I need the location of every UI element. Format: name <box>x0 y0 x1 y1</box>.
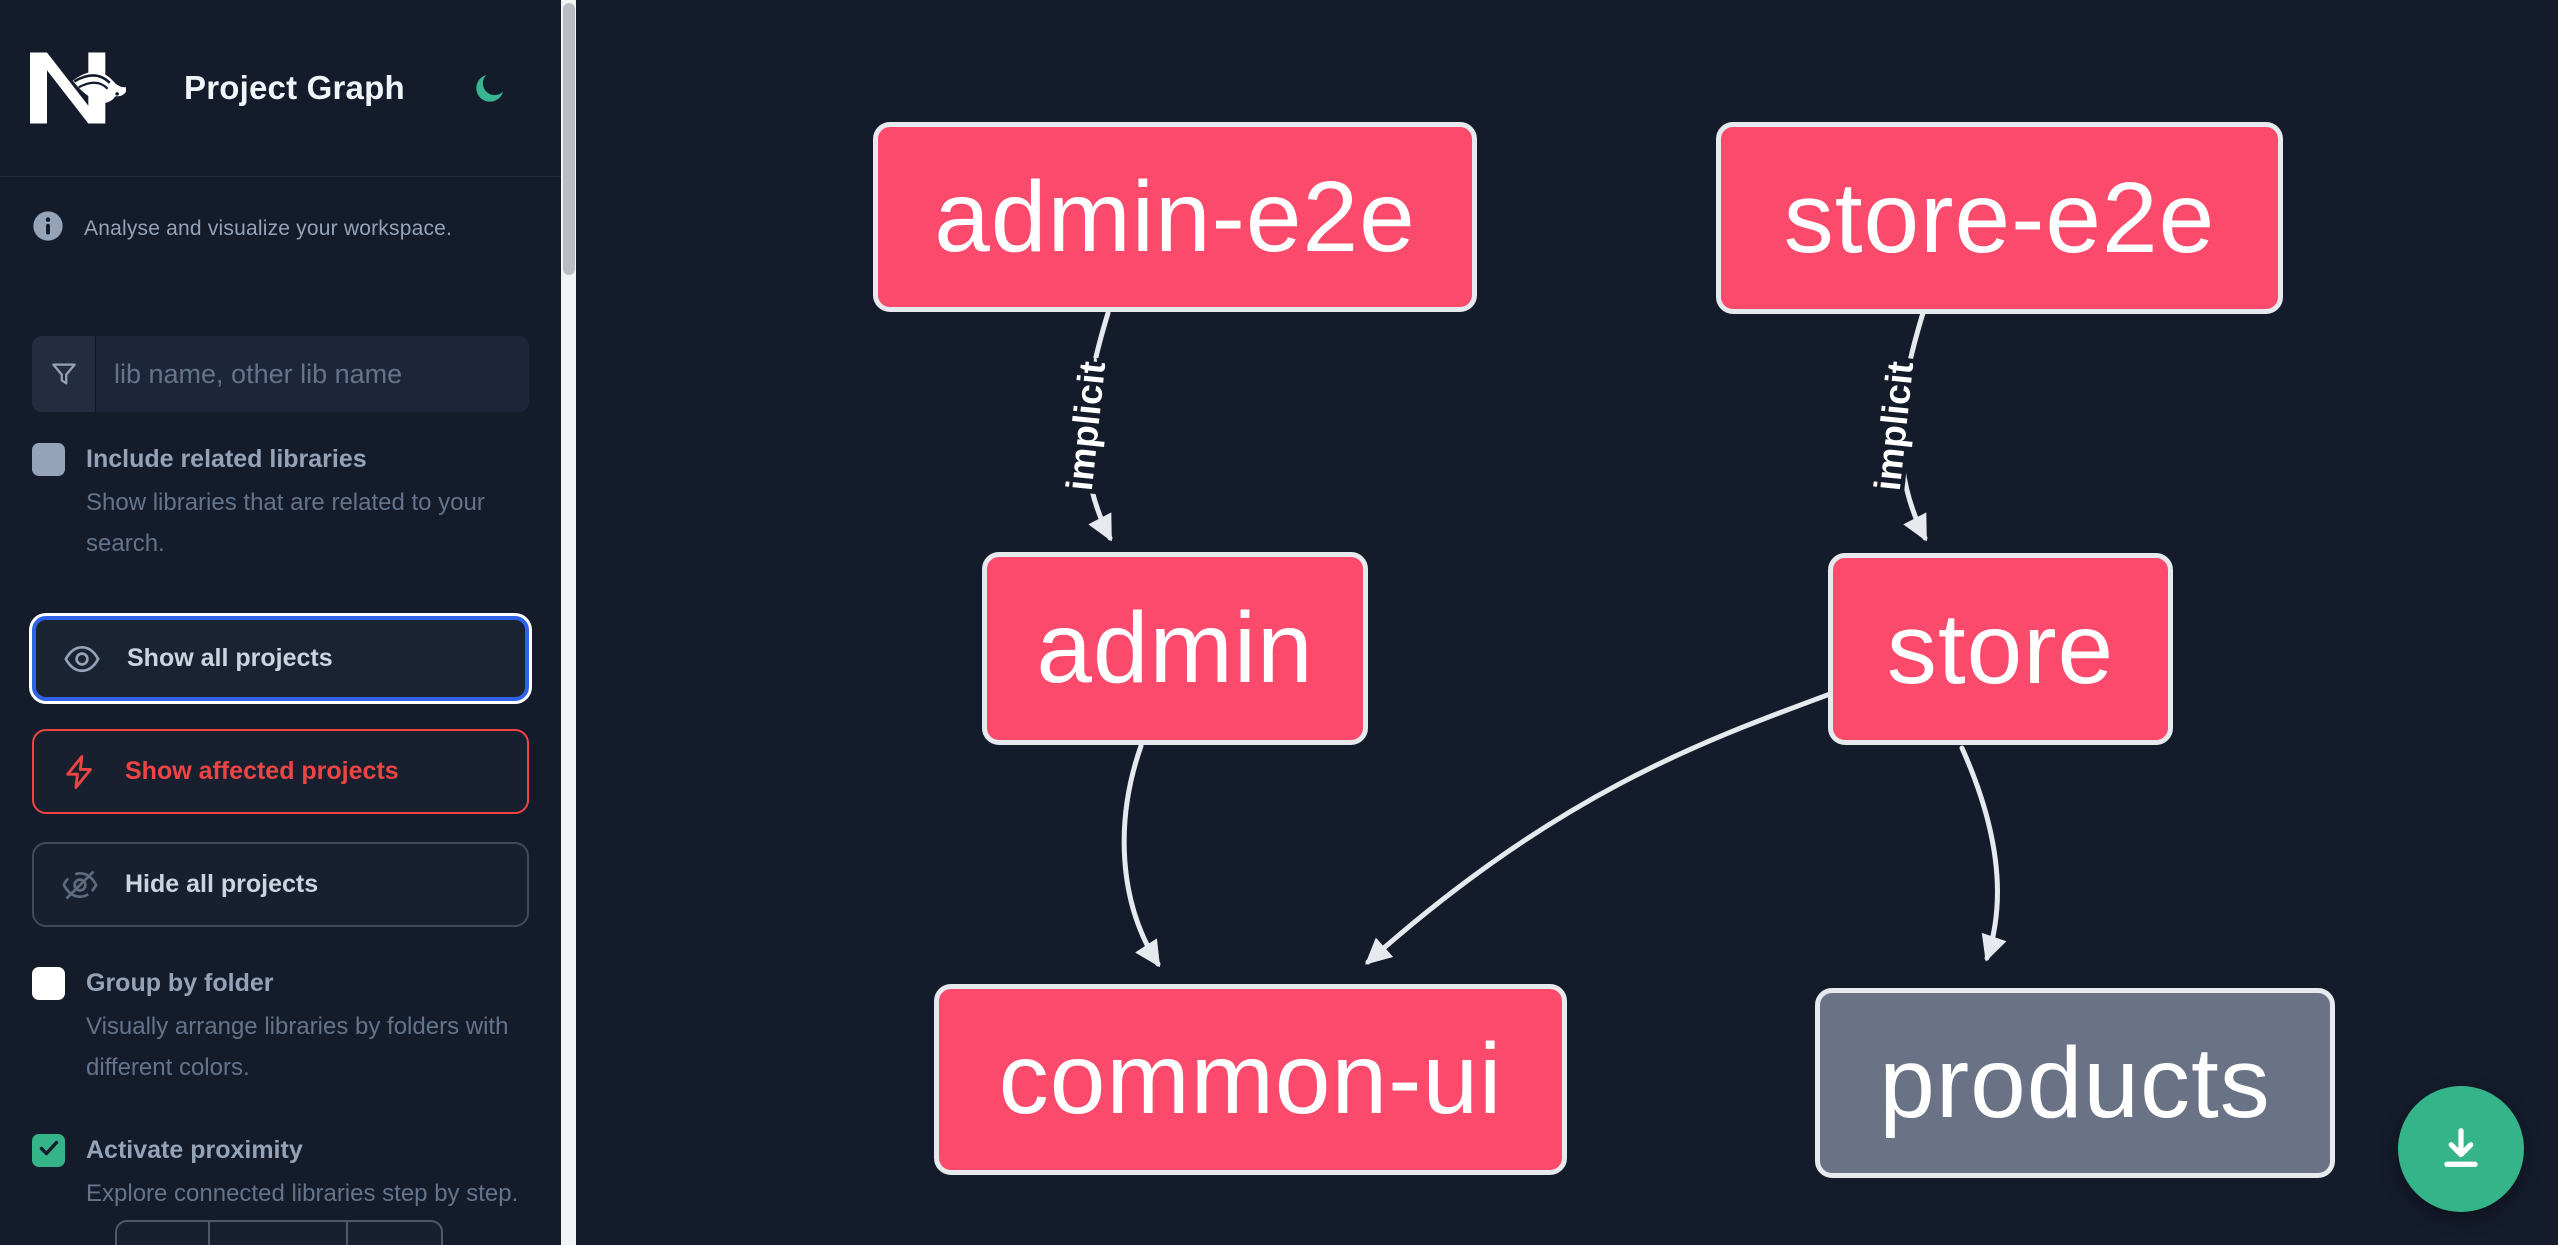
search-input[interactable] <box>96 336 529 412</box>
moon-icon <box>473 74 507 108</box>
toggle-description: Visually arrange libraries by folders wi… <box>86 1013 509 1081</box>
graph-node-admin-e2e[interactable]: admin-e2e <box>873 122 1477 312</box>
funnel-icon <box>32 336 96 412</box>
group-by-folder-checkbox[interactable] <box>32 967 65 1000</box>
workspace-tagline: Analyse and visualize your workspace. <box>32 210 530 247</box>
edge-store-products <box>1959 745 2007 962</box>
graph-node-common-ui[interactable]: common-ui <box>934 984 1567 1175</box>
include-related-checkbox[interactable] <box>32 443 65 476</box>
button-label: Hide all projects <box>125 870 319 898</box>
toggle-texts: Group by folder Visually arrange librari… <box>86 965 530 1088</box>
scrollbar-thumb[interactable] <box>562 3 575 275</box>
download-icon <box>2435 1122 2487 1177</box>
info-icon <box>32 210 64 247</box>
toggle-label[interactable]: Group by folder <box>86 969 274 997</box>
toggle-label[interactable]: Include related libraries <box>86 445 367 473</box>
toggle-include-related: Include related libraries Show libraries… <box>32 441 530 564</box>
graph-node-store-e2e[interactable]: store-e2e <box>1716 122 2283 314</box>
eye-off-icon <box>61 866 99 904</box>
edge-store-e2e-store <box>1898 310 1928 542</box>
edge-admin-e2e-admin <box>1083 310 1113 542</box>
activate-proximity-checkbox[interactable] <box>32 1134 65 1167</box>
tagline-text: Analyse and visualize your workspace. <box>84 216 453 240</box>
eye-icon <box>63 640 101 678</box>
graph-node-store[interactable]: store <box>1828 553 2173 745</box>
toggle-texts: Include related libraries Show libraries… <box>86 441 530 564</box>
download-graph-button[interactable] <box>2398 1086 2524 1212</box>
toggle-activate-proximity: Activate proximity Explore connected lib… <box>32 1132 530 1214</box>
sidebar-header: Project Graph <box>0 0 561 177</box>
button-label: Show affected projects <box>125 757 399 785</box>
edge-admin-common-ui <box>1121 743 1161 968</box>
sidebar-content: Project Graph <box>0 0 561 1245</box>
edge-store-common-ui <box>1365 691 1833 965</box>
library-filter <box>32 336 529 412</box>
graph-node-admin[interactable]: admin <box>982 552 1368 745</box>
show-all-projects-button[interactable]: Show all projects <box>32 616 529 701</box>
stepper-increment[interactable] <box>348 1222 441 1245</box>
toggle-description: Show libraries that are related to your … <box>86 489 485 557</box>
sidebar-scrollbar[interactable] <box>561 0 576 1245</box>
stepper-value <box>210 1222 348 1245</box>
toggle-label[interactable]: Activate proximity <box>86 1136 303 1164</box>
hide-all-projects-button[interactable]: Hide all projects <box>32 842 529 927</box>
sidebar: Project Graph <box>0 0 576 1245</box>
button-label: Show all projects <box>127 644 333 672</box>
graph-node-products[interactable]: products <box>1815 988 2335 1178</box>
toggle-description: Explore connected libraries step by step… <box>86 1180 519 1207</box>
checkmark-icon <box>37 1136 61 1165</box>
bolt-icon <box>61 753 99 791</box>
toggle-group-by-folder: Group by folder Visually arrange librari… <box>32 965 530 1088</box>
proximity-depth-stepper[interactable] <box>115 1220 443 1245</box>
show-affected-projects-button[interactable]: Show affected projects <box>32 729 529 814</box>
theme-toggle-button[interactable] <box>473 71 507 105</box>
nx-logo <box>30 52 129 124</box>
page-title: Project Graph <box>184 69 405 106</box>
toggle-texts: Activate proximity Explore connected lib… <box>86 1132 530 1214</box>
stepper-decrement[interactable] <box>117 1222 210 1245</box>
sidebar-body: Analyse and visualize your workspace. In… <box>0 210 561 1245</box>
